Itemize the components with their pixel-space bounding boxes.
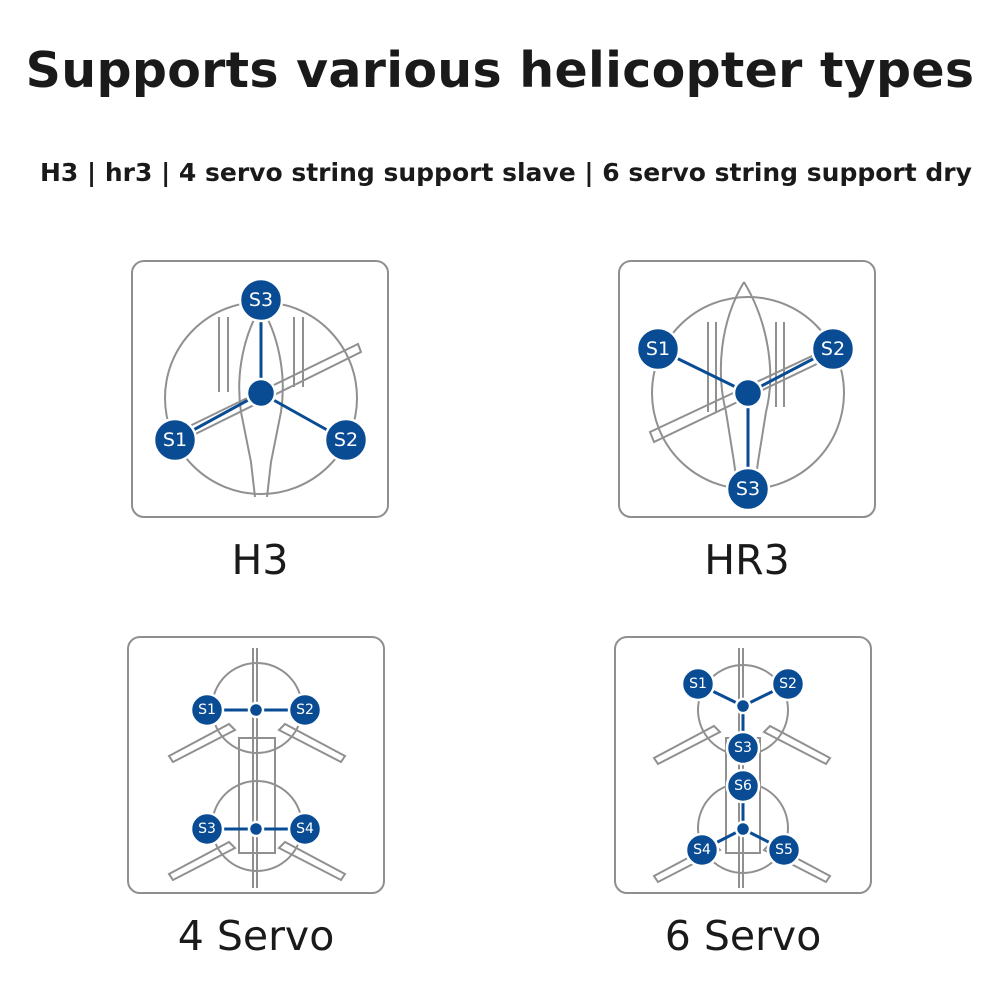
servo-node-s3: S3 <box>189 811 225 847</box>
four-servo-diagram-panel: S1 S2 S3 S4 <box>127 636 385 894</box>
servo-node-s1: S1 <box>189 692 225 728</box>
servo-node-s4: S4 <box>684 832 720 868</box>
six-servo-swashplate-diagram: S1 S2 S3 S6 S4 S5 <box>652 648 832 888</box>
servo-node-s2: S2 <box>323 417 369 463</box>
hub-node <box>732 377 764 409</box>
servo-label: S3 <box>736 478 760 500</box>
hub-node <box>247 701 265 719</box>
servo-node-s3: S3 <box>725 730 761 766</box>
servo-label: S1 <box>163 429 187 451</box>
four-servo-swashplate-diagram: S1 S2 S3 S4 <box>167 648 347 888</box>
servo-node-s1: S1 <box>680 666 716 702</box>
servo-node-s2: S2 <box>770 666 806 702</box>
servo-label: S1 <box>646 338 670 360</box>
hub-node <box>734 697 752 715</box>
servo-node-s5: S5 <box>766 832 802 868</box>
servo-node-s2: S2 <box>810 326 856 372</box>
servo-label: S3 <box>198 821 216 837</box>
page-subtitle: H3 | hr3 | 4 servo string support slave … <box>40 158 972 187</box>
servo-label: S3 <box>249 289 273 311</box>
hub-node <box>245 377 277 409</box>
page-title: Supports various helicopter types <box>25 42 975 99</box>
hub-node <box>247 820 265 838</box>
servo-label: S2 <box>296 702 314 718</box>
servo-node-s3: S3 <box>725 466 771 512</box>
six-servo-caption: 6 Servo <box>664 912 822 960</box>
four-servo-caption: 4 Servo <box>177 912 335 960</box>
servo-node-s1: S1 <box>152 417 198 463</box>
servo-label: S3 <box>734 740 752 756</box>
servo-node-s4: S4 <box>287 811 323 847</box>
servo-label: S1 <box>198 702 216 718</box>
servo-label: S6 <box>734 778 752 794</box>
servo-node-s2: S2 <box>287 692 323 728</box>
hr3-diagram-panel: S1 S2 S3 <box>618 260 876 518</box>
servo-label: S4 <box>296 821 314 837</box>
servo-label: S4 <box>693 842 711 858</box>
six-servo-diagram-panel: S1 S2 S3 S6 S4 S5 <box>614 636 872 894</box>
servo-label: S5 <box>775 842 793 858</box>
h3-swashplate-diagram: S3 S1 S2 <box>152 277 369 498</box>
hr3-caption: HR3 <box>704 536 790 584</box>
servo-label: S1 <box>689 676 707 692</box>
servo-node-s6: S6 <box>725 768 761 804</box>
servo-label: S2 <box>821 338 845 360</box>
servo-label: S2 <box>334 429 358 451</box>
hr3-swashplate-diagram: S1 S2 S3 <box>635 281 856 512</box>
servo-node-s1: S1 <box>635 326 681 372</box>
h3-caption: H3 <box>231 536 289 584</box>
hub-node <box>734 820 752 838</box>
servo-label: S2 <box>779 676 797 692</box>
servo-node-s3: S3 <box>238 277 284 323</box>
h3-diagram-panel: S3 S1 S2 <box>131 260 389 518</box>
